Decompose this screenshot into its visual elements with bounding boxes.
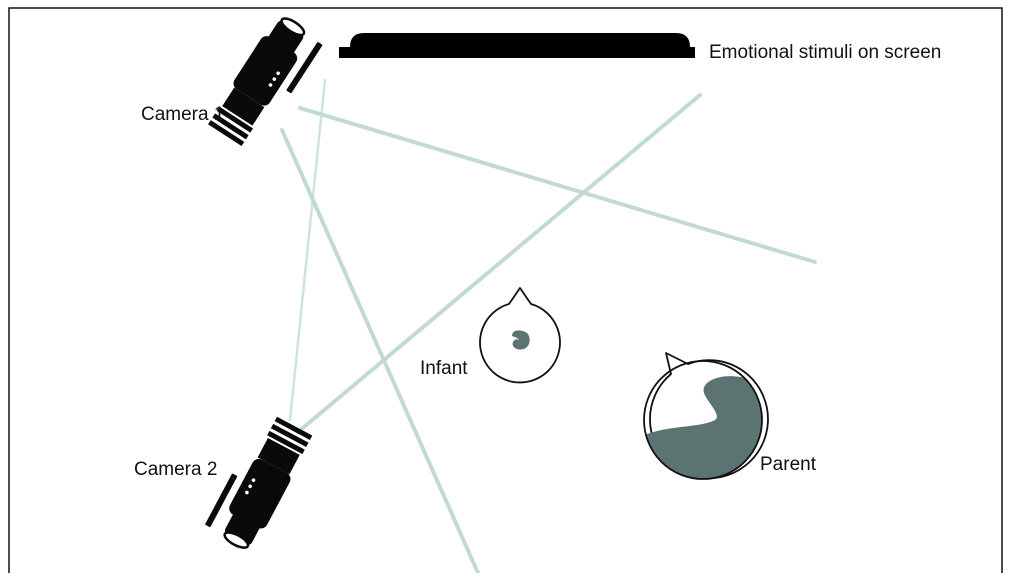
camera-1-view-line xyxy=(298,106,817,264)
camera-1-view-line xyxy=(280,128,480,575)
camera-1-view-line xyxy=(288,78,327,422)
screen-label: Emotional stimuli on screen xyxy=(709,42,941,63)
parent-head-icon xyxy=(643,352,769,480)
camera-1-icon xyxy=(208,17,323,147)
camera-2-label: Camera 2 xyxy=(134,459,217,480)
infant-head-icon xyxy=(479,287,561,384)
diagram-border xyxy=(8,7,1003,578)
field-of-view-lines xyxy=(280,78,817,575)
stimulus-screen xyxy=(339,33,695,58)
camera-2-icon xyxy=(205,416,313,549)
parent-label: Parent xyxy=(760,454,817,475)
camera-1-label: Camera 1 xyxy=(141,104,224,125)
infant-label: Infant xyxy=(420,358,468,379)
camera-2-view-line xyxy=(296,93,702,434)
